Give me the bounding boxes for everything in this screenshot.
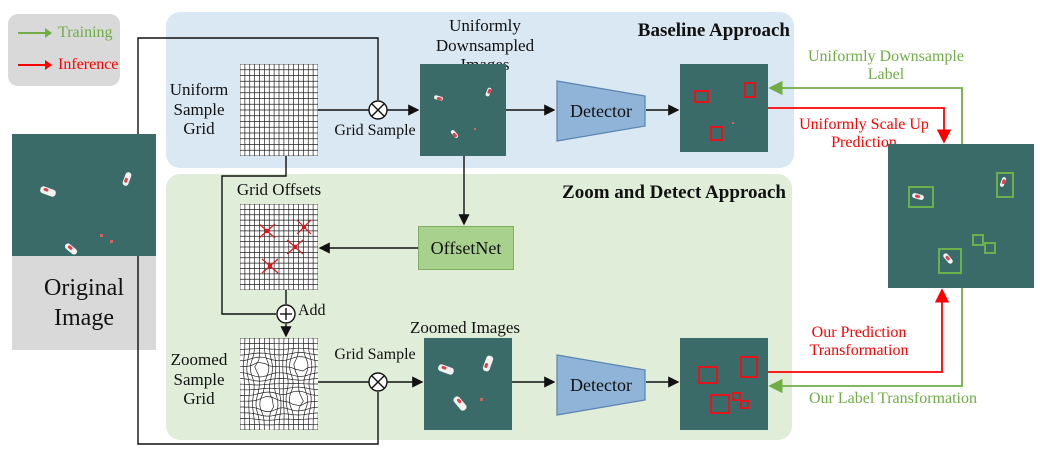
grid-sample-bottom-label: Grid Sample [334,346,416,363]
grid-offsets-label: Grid Offsets [236,180,322,199]
grid-offsets [240,204,318,290]
legend-training: Training [18,24,113,42]
original-image-label: Original Image [12,256,156,350]
final-output-image [888,144,1034,288]
zoomed-sample-grid-label: Zoomed Sample Grid [170,350,228,409]
uniform-downsampled-label: Uniformly Downsampled Images [435,16,535,74]
uniform-sample-grid [240,64,318,156]
zoomed-sample-grid [240,338,318,430]
original-image [12,134,156,256]
arrow-right-icon [18,28,52,38]
zoom-title: Zoom and Detect Approach [562,182,786,203]
grid-sample-top-label: Grid Sample [334,122,416,139]
zoomed-image [424,338,512,430]
detector-bottom [556,354,646,416]
detector-top [556,80,646,142]
uniform-downsample-label-text: Uniformly Downsample Label [808,48,964,84]
baseline-title: Baseline Approach [637,20,790,41]
legend-inference: Inference [18,56,118,74]
baseline-detection-image [680,64,768,152]
uniform-sample-grid-label: Uniform Sample Grid [169,80,229,139]
detector-bottom-label: Detector [570,375,632,395]
zoomed-detection-image [680,338,768,430]
zoomed-images-label: Zoomed Images [410,318,520,337]
legend: Training Inference [8,14,120,86]
arrow-right-icon [18,60,52,70]
detector-top-label: Detector [570,101,632,121]
uniform-downsampled-image [420,64,506,156]
offsetnet-box: OffsetNet [418,226,514,270]
add-label: Add [298,302,326,319]
our-label-transformation-text: Our Label Transformation [809,390,977,407]
our-prediction-transformation-text: Our Prediction Transformation [809,324,909,360]
